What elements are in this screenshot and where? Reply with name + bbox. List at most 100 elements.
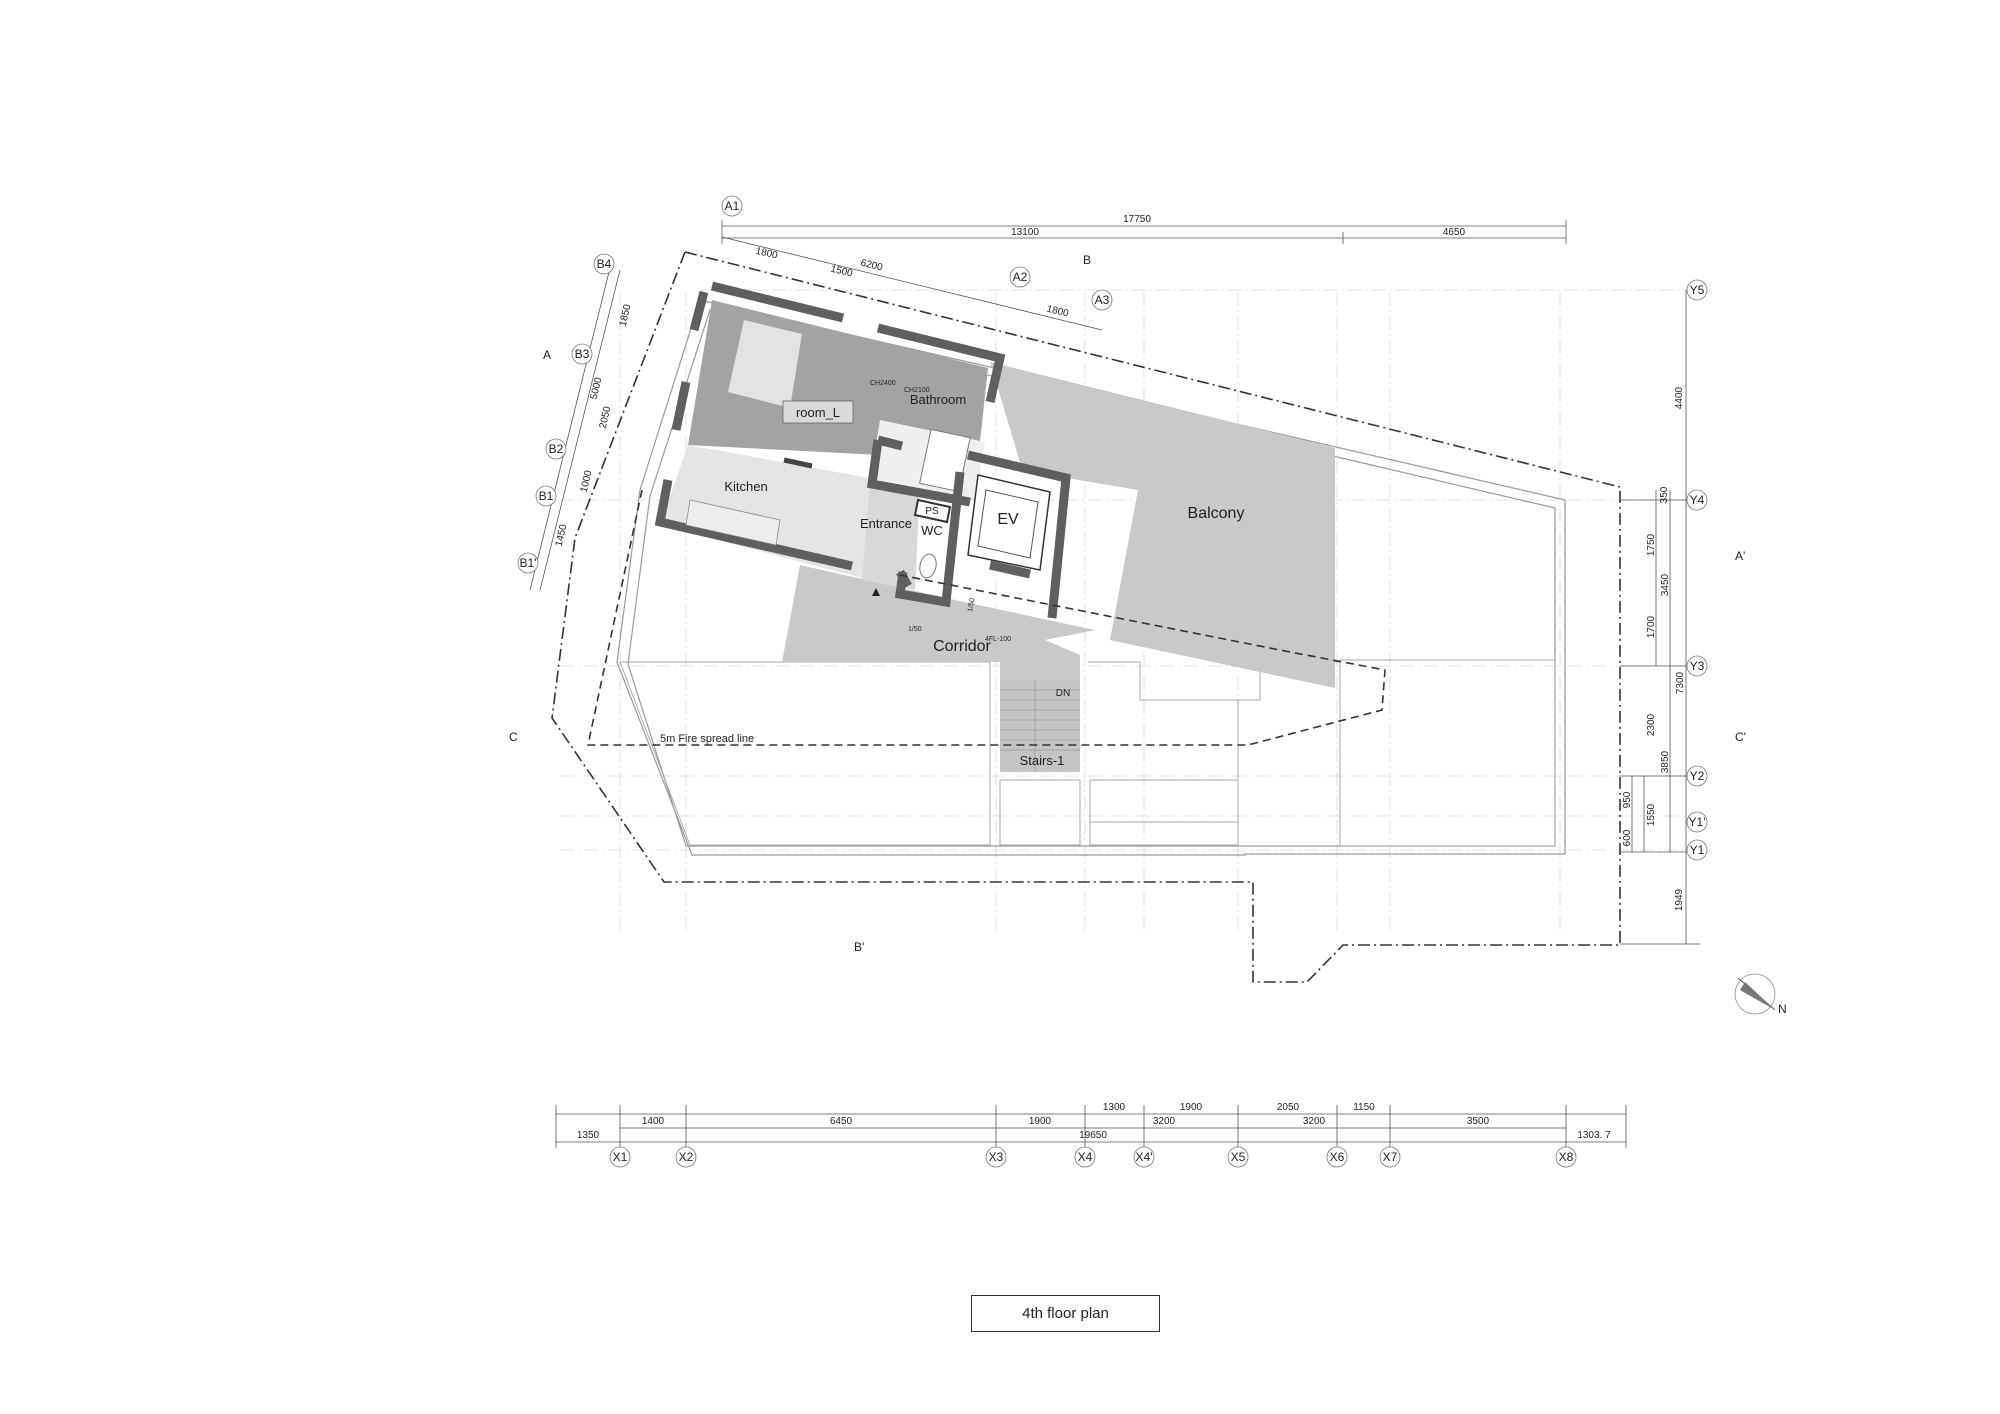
dim-1400: 1400 [642, 1116, 665, 1127]
right-dimensions: 4400 350 1750 3450 1700 7300 2300 3850 9… [1622, 386, 1686, 911]
grid-x6: X6 [1330, 1150, 1345, 1164]
section-b: B [1083, 253, 1091, 267]
bottom-dimension-lines [555, 1105, 1627, 1148]
plan-notes: CH2400 CH2100 1/50 1/50 4FL-100 5m Fire … [660, 380, 1011, 745]
site-boundary [551, 251, 1621, 983]
slant-dimension-line [529, 236, 1103, 591]
entrance-arrow [872, 588, 880, 596]
entrance-label: Entrance [860, 516, 912, 531]
grid-b1-prime: B1' [520, 556, 537, 570]
stair-area [1000, 680, 1080, 772]
section-a: A [543, 348, 551, 362]
grid-x5: X5 [1231, 1150, 1246, 1164]
dim-1450: 1450 [554, 523, 570, 548]
section-b-prime: B' [854, 940, 864, 954]
north-label: N [1778, 1002, 1787, 1016]
grid-x8: X8 [1559, 1150, 1574, 1164]
dim-1350: 1350 [577, 1130, 600, 1141]
dn-label: DN [1056, 688, 1070, 699]
grid-a3: A3 [1095, 293, 1110, 307]
grid-labels: A1 A2 A3 B4 B3 B2 B1 B1' Y5 Y4 Y3 Y2 Y1'… [520, 199, 1706, 1164]
dim-19650: 19650 [1079, 1130, 1107, 1141]
dim-1150: 1150 [1353, 1102, 1375, 1113]
unit-walls [654, 281, 1071, 619]
elevator-shaft [967, 474, 1051, 571]
dim-1800b: 1800 [1045, 304, 1070, 320]
top-dimension-lines [721, 220, 1567, 244]
grid-x1: X1 [613, 1150, 628, 1164]
wc-label: WC [921, 523, 943, 538]
dim-1550: 1550 [1646, 803, 1657, 826]
stair-treads [1000, 680, 1080, 772]
dim-1300: 1300 [1103, 1102, 1126, 1113]
dim-7300: 7300 [1675, 671, 1686, 694]
grid-x2: X2 [679, 1150, 694, 1164]
grid-a2: A2 [1013, 270, 1028, 284]
north-arrow: N [1734, 973, 1787, 1016]
grid-a1: A1 [725, 199, 740, 213]
fire-spread-line [587, 489, 1386, 746]
dim-4650: 4650 [1443, 227, 1466, 238]
dim-600: 600 [1622, 829, 1633, 846]
dim-1800a: 1800 [754, 246, 779, 262]
dim-4400: 4400 [1674, 386, 1685, 409]
ch2400-note: CH2400 [870, 380, 896, 387]
grid-y1: Y1 [1690, 843, 1705, 857]
dim-1303: 1303. 7 [1577, 1130, 1611, 1141]
dim-2300: 2300 [1646, 713, 1657, 736]
bottom-dimensions: 1300 1900 2050 1150 1400 6450 1900 3200 … [577, 1102, 1611, 1141]
dim-1900b: 1900 [1029, 1116, 1052, 1127]
top-dimensions: 17750 13100 4650 1800 1500 6200 1800 [754, 214, 1465, 320]
bathroom-label: Bathroom [910, 392, 966, 407]
section-c: C [509, 730, 518, 744]
grid-y3: Y3 [1690, 659, 1705, 673]
entrance-floor [862, 480, 920, 590]
dim-3450: 3450 [1660, 573, 1671, 596]
grid-b1: B1 [539, 489, 554, 503]
dim-350: 350 [1659, 486, 1670, 503]
stairs-label: Stairs-1 [1020, 753, 1065, 768]
grid-x4: X4 [1078, 1150, 1093, 1164]
partition [783, 457, 813, 469]
dim-17750: 17750 [1123, 214, 1151, 225]
grid-b4: B4 [597, 257, 612, 271]
dim-1500: 1500 [829, 264, 854, 280]
grid-x3: X3 [989, 1150, 1004, 1164]
ch2100-note: CH2100 [904, 387, 930, 394]
dim-1850: 1850 [618, 303, 634, 328]
wc-toilet [919, 553, 937, 579]
dim-3850: 3850 [1660, 750, 1671, 773]
dim-6450: 6450 [830, 1116, 853, 1127]
grid-y2: Y2 [1690, 769, 1705, 783]
elevator-car [977, 489, 1039, 559]
dim-1900a: 1900 [1180, 1102, 1203, 1113]
grid-y1-prime: Y1' [1689, 815, 1706, 829]
fl-note: 4FL-100 [985, 636, 1011, 643]
grid-bubbles [517, 195, 1708, 1168]
ps-shaft [913, 498, 952, 524]
slope-note-2: 1/50 [908, 626, 922, 633]
slope-note-1: 1/50 [967, 598, 976, 613]
kitchen-counter [685, 499, 781, 546]
grid-b2: B2 [549, 442, 564, 456]
grid-x4-prime: X4' [1136, 1150, 1153, 1164]
corridor-label: Corridor [933, 638, 991, 655]
dim-6200: 6200 [859, 258, 884, 274]
section-c-prime: C' [1735, 730, 1746, 744]
bed-area [728, 320, 802, 408]
dim-1949: 1949 [1674, 888, 1685, 911]
dim-2050b: 2050 [1277, 1102, 1300, 1113]
dim-3200b: 3200 [1303, 1116, 1326, 1127]
grid-y4: Y4 [1690, 493, 1705, 507]
fire-line-label: 5m Fire spread line [660, 733, 754, 745]
grid-y5: Y5 [1690, 283, 1705, 297]
dim-950: 950 [1622, 791, 1633, 808]
dim-5000: 5000 [589, 376, 605, 401]
left-dimensions: 1850 5000 2050 1000 1450 [554, 303, 634, 548]
grid-x7: X7 [1383, 1150, 1398, 1164]
grid-b3: B3 [575, 347, 590, 361]
dim-2050: 2050 [598, 405, 614, 430]
room-l-label: room_L [796, 405, 840, 420]
dim-3500: 3500 [1467, 1116, 1490, 1127]
